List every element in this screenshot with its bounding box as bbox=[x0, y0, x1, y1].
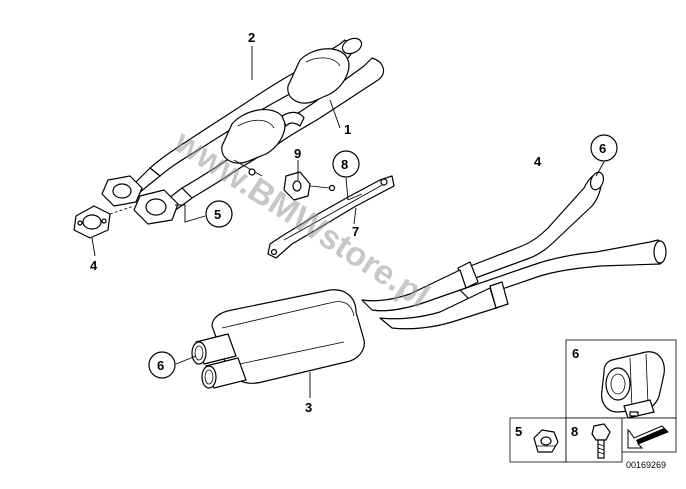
gasket-part-4 bbox=[73, 205, 111, 239]
callout-3: 3 bbox=[305, 400, 312, 415]
front-pipe-assembly bbox=[101, 37, 385, 225]
svg-text:5: 5 bbox=[214, 207, 221, 222]
legend-panel: 6 5 8 001 bbox=[509, 339, 677, 470]
legend-clamp-label: 6 bbox=[572, 346, 579, 361]
callout-8-circle: 8 bbox=[332, 150, 360, 178]
svg-text:6: 6 bbox=[157, 358, 164, 373]
legend-nut-label: 5 bbox=[515, 424, 522, 439]
callout-4-left: 4 bbox=[90, 258, 98, 273]
callout-6-pipe-circle: 6 bbox=[590, 134, 618, 162]
callout-1: 1 bbox=[344, 122, 351, 137]
legend-bolt-box bbox=[565, 417, 623, 463]
callout-7: 7 bbox=[352, 224, 359, 239]
callout-4-right: 4 bbox=[534, 154, 542, 169]
direction-arrow-icon bbox=[627, 425, 669, 449]
rear-silencer-assembly bbox=[191, 171, 667, 389]
svg-text:6: 6 bbox=[599, 141, 606, 156]
callout-6-tailpipe-circle: 6 bbox=[148, 351, 176, 379]
callout-5-circle: 5 bbox=[205, 200, 233, 228]
leader-lines bbox=[91, 46, 605, 398]
callout-9: 9 bbox=[294, 146, 301, 161]
bolt-icon bbox=[591, 423, 611, 459]
pipe-clamp-icon bbox=[601, 351, 665, 419]
legend-bolt-label: 8 bbox=[571, 424, 578, 439]
hex-nut-icon bbox=[533, 429, 559, 453]
callout-2: 2 bbox=[248, 30, 255, 45]
callout-labels: 2 1 9 7 4 4 3 8 5 6 6 bbox=[90, 30, 618, 415]
bracket-assembly bbox=[267, 171, 395, 259]
svg-text:8: 8 bbox=[341, 157, 348, 172]
reference-number: 00169269 bbox=[626, 460, 666, 470]
